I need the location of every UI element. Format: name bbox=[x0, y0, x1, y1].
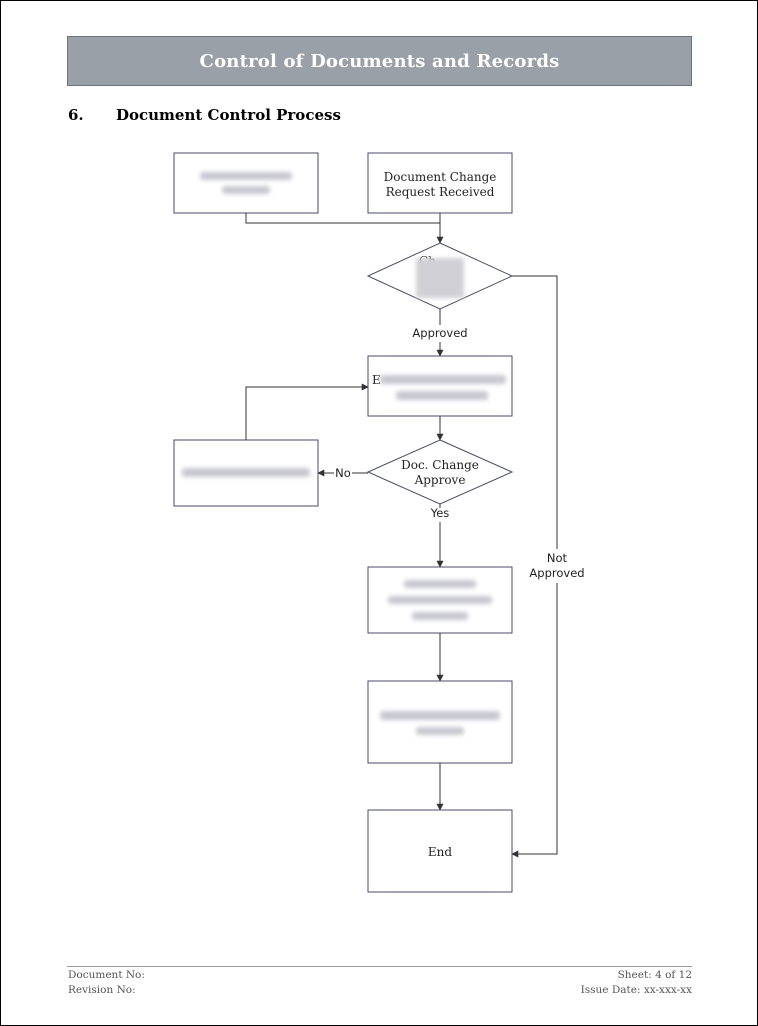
box-execution: E bbox=[367, 355, 513, 417]
label-no: No bbox=[335, 466, 351, 480]
footer-left: Document No: Revision No: bbox=[68, 968, 145, 998]
box-new-document-request bbox=[173, 152, 319, 214]
connector-not-approved-b bbox=[511, 583, 558, 858]
decision-doc-change-approve: Doc. Change Approve bbox=[366, 439, 514, 505]
connector-revision-loop bbox=[245, 383, 369, 440]
decision-approve-line1: Doc. Change bbox=[401, 458, 479, 472]
label-yes: Yes bbox=[430, 506, 450, 520]
connector-not-approved-a bbox=[512, 275, 558, 549]
box-revisions bbox=[173, 439, 319, 507]
footer-document-no: Document No: bbox=[68, 969, 145, 981]
box-execution-fragment: E bbox=[372, 373, 381, 387]
box-doc-change-line1: Document Change bbox=[384, 170, 497, 184]
box-document-change-request: Document Change Request Received bbox=[367, 152, 513, 214]
box-doc-change-line2: Request Received bbox=[386, 185, 495, 199]
footer-sheet: Sheet: 4 of 12 bbox=[617, 969, 692, 981]
footer-revision-no: Revision No: bbox=[68, 984, 136, 996]
box-new-revision bbox=[367, 566, 513, 634]
section-title: Document Control Process bbox=[116, 106, 341, 124]
footer-issue-date: Issue Date: xx-xxx-xx bbox=[580, 984, 692, 996]
section-number: 6. bbox=[68, 106, 84, 124]
box-end-label: End bbox=[428, 845, 452, 859]
connector-new-doc bbox=[245, 213, 440, 224]
decision-approve-line2: Approve bbox=[414, 473, 466, 487]
header-title: Control of Documents and Records bbox=[199, 50, 560, 72]
label-not-approved-2: Approved bbox=[529, 566, 584, 580]
box-disposal bbox=[367, 680, 513, 764]
box-end: End bbox=[367, 809, 513, 893]
label-approved: Approved bbox=[412, 326, 467, 340]
header-bar: Control of Documents and Records bbox=[67, 36, 692, 86]
label-not-approved-1: Not bbox=[547, 551, 568, 565]
footer-right: Sheet: 4 of 12 Issue Date: xx-xxx-xx bbox=[581, 968, 692, 998]
footer-divider bbox=[67, 966, 692, 967]
decision-change-review: Ch bbox=[366, 242, 514, 310]
